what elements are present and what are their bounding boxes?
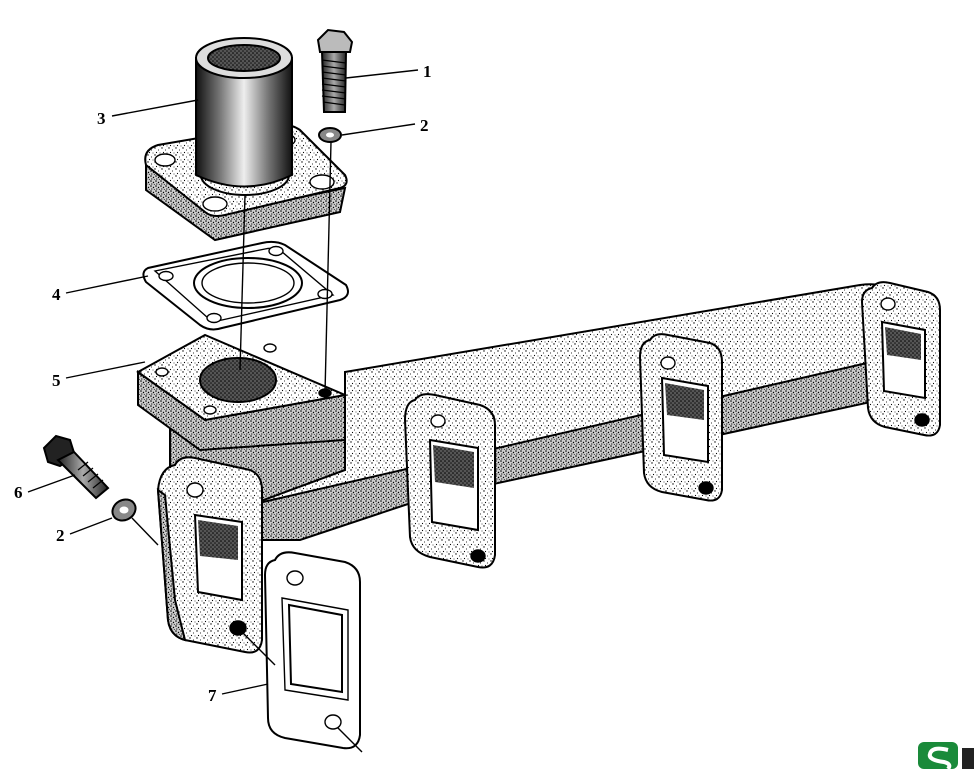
callout-6: 6 — [14, 474, 76, 502]
callout-number-3: 3 — [97, 109, 106, 128]
outlet-gasket — [142, 240, 349, 331]
top-bolt — [316, 28, 354, 113]
callout-5: 5 — [52, 361, 146, 390]
callout-number-7: 7 — [208, 686, 217, 705]
callout-number-5: 5 — [52, 371, 61, 390]
port-flange-1 — [156, 456, 263, 654]
callout-number-1: 1 — [423, 62, 432, 81]
center-alignment-line — [239, 194, 246, 371]
port-gasket — [263, 551, 361, 750]
callout-3: 3 — [97, 99, 199, 128]
side-washer — [111, 498, 137, 522]
gasket-alignment-line — [239, 629, 276, 666]
port-flange-3 — [638, 333, 723, 502]
side-bolt — [42, 434, 110, 500]
callout-number-2-side: 2 — [56, 526, 65, 545]
gasket-exit-line — [337, 727, 363, 753]
callout-7: 7 — [208, 683, 269, 705]
callout-2-top: 2 — [341, 116, 429, 136]
top-alignment-line — [324, 141, 332, 394]
callout-4: 4 — [52, 275, 149, 304]
callout-number-6: 6 — [14, 483, 23, 502]
callout-1: 1 — [345, 62, 432, 81]
port-flange-2 — [403, 393, 496, 569]
corner-logo — [918, 742, 974, 769]
outlet-pipe — [144, 37, 348, 242]
callout-number-4: 4 — [52, 285, 61, 304]
callout-number-2-top: 2 — [420, 116, 429, 135]
side-alignment-line — [131, 517, 159, 546]
outlet-flange — [136, 333, 349, 452]
port-flange-4 — [860, 281, 941, 437]
top-washer — [318, 127, 342, 143]
callout-2-side: 2 — [56, 517, 113, 545]
